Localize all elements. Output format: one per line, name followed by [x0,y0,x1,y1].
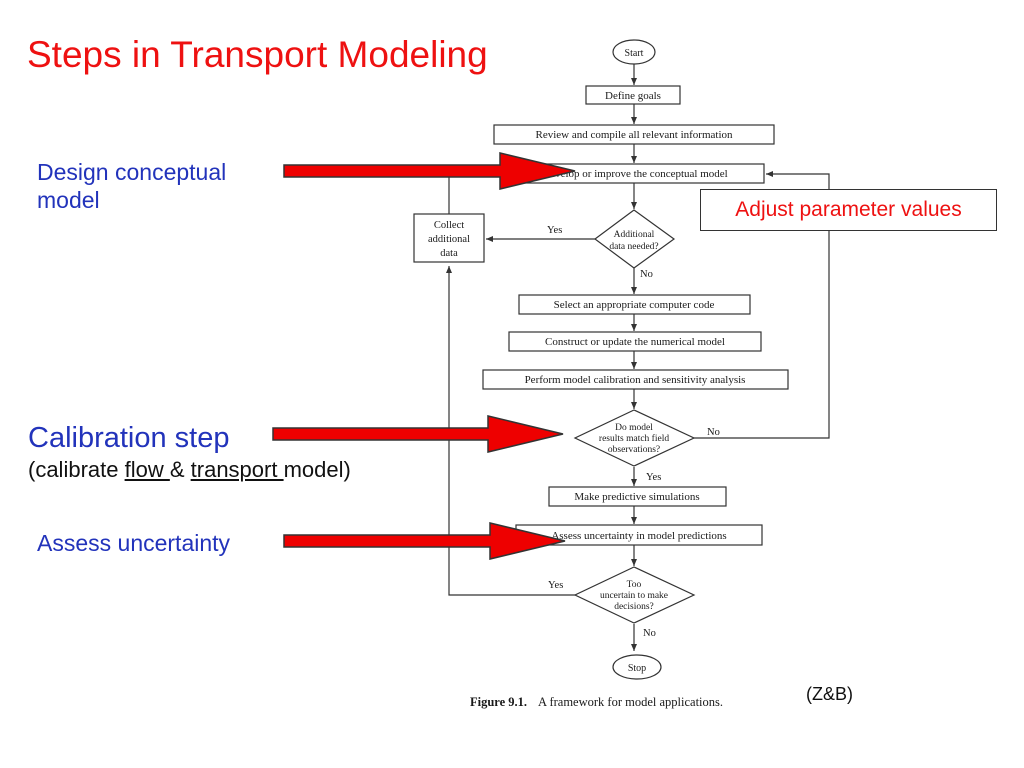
label-match-line-3: observations? [608,445,660,455]
callout-design-line-2: model [37,186,100,213]
label-calibrate: Perform model calibration and sensitivit… [525,374,746,386]
label-match-line-1: Do model [615,423,653,433]
node-select-code [518,294,751,315]
label-uncertain-line-2: uncertain to make [600,591,668,601]
node-construct [508,331,762,352]
adjust-parameter-values-box: Adjust parameter values [700,189,997,231]
label-collect-line-1: Collect [434,220,464,231]
label-no-additional: No [640,269,653,280]
node-start [612,39,656,65]
connector-collect-develop [448,173,506,214]
node-stop [612,654,662,680]
node-predict [548,486,727,507]
label-match-line-2: results match field [599,433,669,444]
label-uncertain-line-3: decisions? [614,602,654,612]
source-credit: (Z&B) [806,684,853,704]
red-arrow-calibration [272,415,564,453]
calibration-sub-transport: transport [190,457,284,483]
node-review [493,124,775,145]
node-decision-match [573,409,696,467]
calibration-sub-flow: flow [124,457,170,483]
red-arrow-design [283,152,576,190]
label-construct: Construct or update the numerical model [545,336,725,348]
callout-calibration-title: Calibration step [28,422,230,454]
label-no-match: No [707,427,720,438]
calibration-sub-suffix: model) [283,457,351,483]
label-additional-line-2: data needed? [609,242,658,252]
callout-calibration-step: Calibration step (calibrate flow & trans… [28,420,351,484]
red-arrows [272,152,576,560]
label-review: Review and compile all relevant informat… [535,129,733,141]
label-start: Start [625,48,644,59]
node-decision-uncertain [573,566,696,624]
node-collect-data [413,213,485,263]
figure-caption-text: A framework for model applications. [538,695,723,709]
figure-caption-label: Figure 9.1. [470,695,527,709]
label-develop: Develop or improve the conceptual model [542,168,727,180]
node-define-goals [585,85,681,105]
label-assess: Assess uncertainty in model predictions [551,530,726,542]
label-collect-line-3: data [440,248,458,259]
node-decision-additional-data [593,209,676,269]
label-no-uncertain: No [643,628,656,639]
label-define-goals: Define goals [605,90,661,102]
label-predict: Make predictive simulations [574,491,699,503]
label-yes-uncertain: Yes [548,580,563,591]
calibration-sub-prefix: (calibrate [28,457,125,483]
label-additional-line-1: Additional [614,230,655,240]
slide-title: Steps in Transport Modeling [27,34,488,75]
connector-uncertain-collect [446,266,575,596]
red-arrow-assess [283,522,566,560]
label-yes-match: Yes [646,472,661,483]
callout-design-conceptual-model: Design conceptual model [37,159,226,214]
label-yes-additional: Yes [547,225,562,236]
label-uncertain-line-1: Too [627,580,642,590]
callout-calibration-subtitle: (calibrate flow & transport model) [28,456,351,484]
label-stop: Stop [628,663,646,674]
connector-match-no-loop [694,171,830,439]
label-collect-line-2: additional [428,234,470,245]
label-select-code: Select an appropriate computer code [554,299,715,311]
calibration-sub-amp: & [169,457,191,483]
node-calibrate [482,369,789,390]
callout-assess-uncertainty: Assess uncertainty [37,530,231,556]
flowchart-connectors [446,64,830,651]
callout-design-line-1: Design conceptual [37,159,227,185]
flowchart-nodes [413,39,789,680]
